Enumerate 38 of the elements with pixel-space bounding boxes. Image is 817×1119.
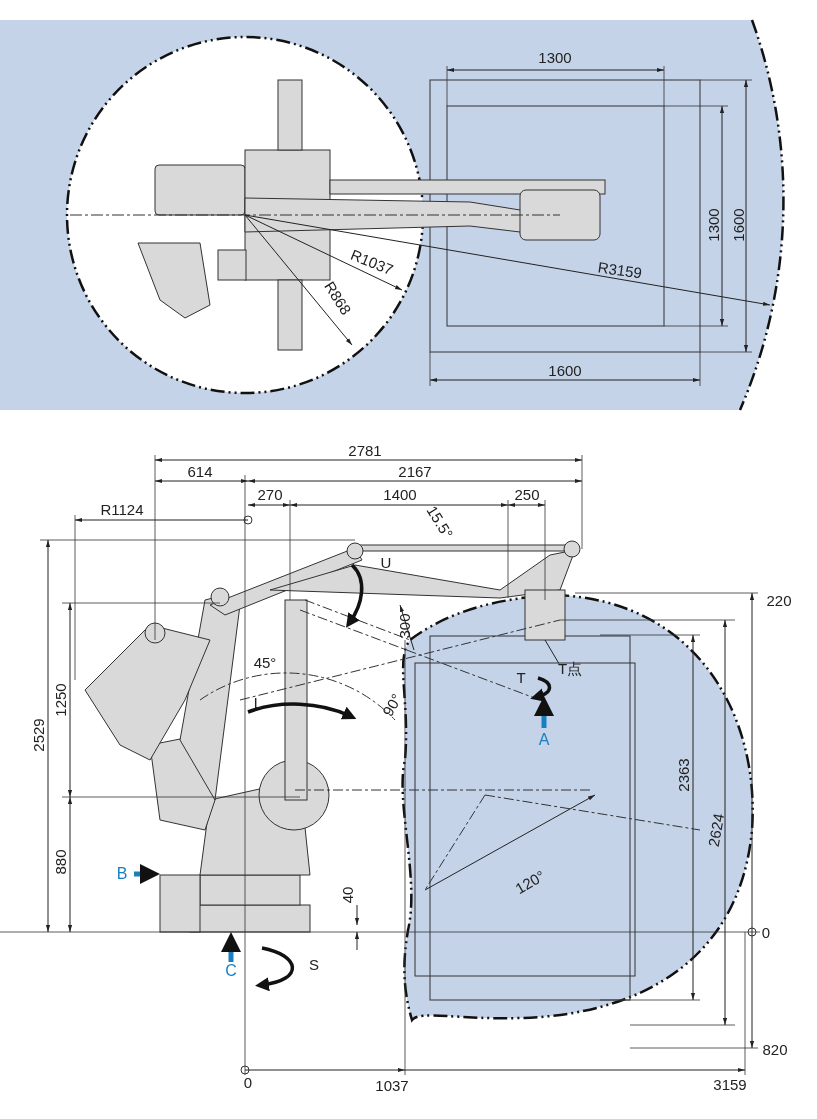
dimension-value: R1037 <box>348 246 396 278</box>
dimension-value: 1600 <box>548 362 582 378</box>
axis-label: U <box>380 554 392 570</box>
dimension-value: 880 <box>52 849 68 875</box>
dimension-value: 2781 <box>348 442 382 458</box>
dimension-value: 40 <box>339 886 355 904</box>
dimension-value: 1600 <box>730 208 746 242</box>
dimension-value: 614 <box>187 463 213 479</box>
axis-label: S <box>309 956 319 972</box>
dimension-value: 2167 <box>398 463 432 479</box>
dimension-value: 300 <box>396 613 412 639</box>
dimension-value: 2363 <box>675 758 691 792</box>
view-label: A <box>538 732 550 748</box>
dimension-value: R1124 <box>100 501 144 517</box>
dimension-value: 1300 <box>705 208 721 242</box>
dimension-value: 1300 <box>538 49 572 65</box>
dimension-value: 3159 <box>713 1076 747 1092</box>
dimension-value: 0 <box>243 1074 253 1090</box>
view-label: B <box>116 866 128 882</box>
dimension-value: 1400 <box>383 486 417 502</box>
angle-label: 120° <box>512 867 548 897</box>
leader-line <box>544 639 560 664</box>
dimension-value: 250 <box>514 486 540 502</box>
tool-flange <box>524 589 566 641</box>
dimension-value: 270 <box>257 486 283 502</box>
view-label: C <box>225 963 237 979</box>
point-label: T点 <box>557 660 583 676</box>
dimension-value: 0 <box>761 924 771 940</box>
dimension-value: 2624 <box>705 812 727 848</box>
dimension-value: 2529 <box>30 718 46 752</box>
dimension-value: R3159 <box>597 259 643 281</box>
angle-label: 90° <box>379 691 405 719</box>
dimension-value: 1250 <box>52 683 68 717</box>
dimension-value: 1037 <box>375 1077 409 1093</box>
dimension-value: 820 <box>762 1041 788 1057</box>
dimension-value: 220 <box>766 592 792 608</box>
axis-label: T <box>516 669 526 685</box>
angle-label: 45° <box>253 654 277 670</box>
